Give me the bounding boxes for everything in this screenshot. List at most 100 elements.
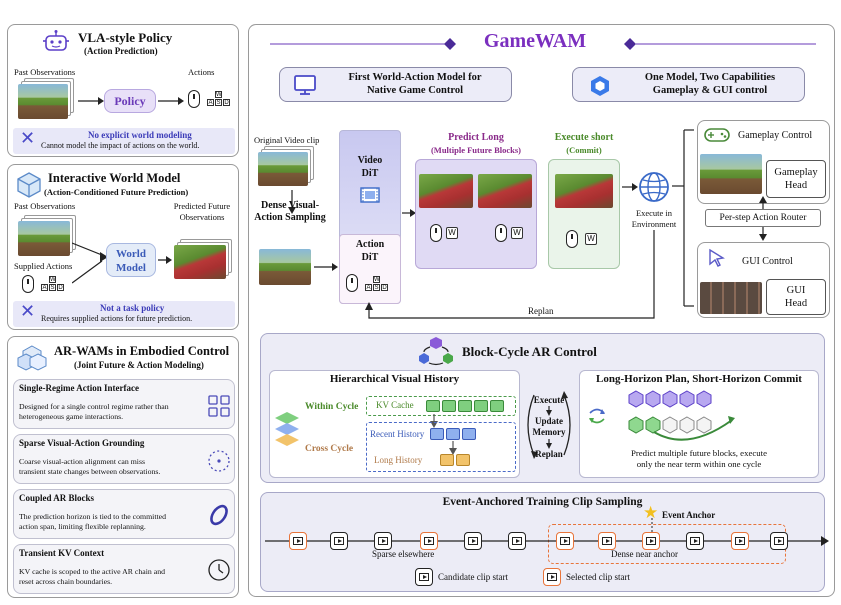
gui-frame [700, 282, 762, 314]
execute-mouse-icon [566, 230, 578, 248]
future-blocks-row-1 [628, 390, 712, 408]
plan-commit-title: Long-Horizon Plan, Short-Horizon Commit [596, 373, 802, 385]
grid-icon [206, 393, 232, 419]
ring-icon [206, 502, 232, 528]
ar-item-2-title: Sparse Visual-Action Grounding [19, 438, 145, 448]
ar-panel: AR-WAMs in Embodied Control (Joint Futur… [7, 336, 239, 598]
long-block-1 [440, 454, 454, 466]
clip-candidate-5 [686, 532, 704, 550]
legend-candidate-label: Candidate clip start [438, 572, 508, 582]
cycle-execute: Execute [533, 395, 565, 405]
legend-selected-label: Selected clip start [566, 572, 630, 582]
clip-selected-5 [642, 532, 660, 550]
title-decoration-left [270, 38, 456, 50]
clip-selected-3 [556, 532, 574, 550]
clip-selected-1 [289, 532, 307, 550]
timeline-axis [265, 536, 829, 546]
original-clip-label: Original Video clip [254, 135, 320, 145]
vla-arrow-2 [158, 97, 184, 105]
arrow-dit-to-predict [402, 209, 416, 217]
event-anchor-label: Event Anchor [662, 510, 716, 520]
replan-loop-arrow [365, 230, 655, 319]
original-clip-frames [258, 152, 308, 186]
vla-title: VLA-style Policy [78, 30, 173, 45]
vla-keyboard-icon: W A S D [207, 91, 230, 106]
kv-block-1 [426, 400, 440, 412]
hierarchical-history-box [269, 370, 520, 478]
gui-control-label: GUI Control [742, 256, 793, 267]
recent-history-label: Recent History [370, 429, 425, 439]
iwm-predicted-frames [174, 245, 226, 279]
ar-item-2: Sparse Visual-Action Grounding Coarse vi… [13, 434, 235, 484]
replan-label: Replan [528, 306, 554, 316]
ar-item-1-text-2: heterogeneous game interactions. [19, 412, 124, 421]
clip-candidate-3 [464, 532, 482, 550]
ar-item-4-title: Transient KV Context [19, 548, 105, 558]
vla-mouse-icon [188, 90, 200, 108]
cursor-icon [706, 247, 728, 269]
vla-subtitle: (Action Prediction) [84, 46, 158, 56]
block-cycle-title: Block-Cycle AR Control [462, 344, 597, 359]
execute-frame [555, 174, 613, 208]
predict-long-title: Predict Long [448, 132, 504, 143]
execute-short-title: Execute short [554, 132, 614, 143]
ar-item-3-text: The prediction horizon is tied to the co… [19, 512, 167, 521]
kv-cache-box [366, 396, 516, 416]
predict-mouse-icon-2 [495, 224, 507, 242]
dense-sampling-label: Dense Visual-Action Sampling [254, 200, 326, 223]
ar-item-2-text: Coarse visual-action alignment can miss [19, 457, 146, 466]
event-anchor-star-icon: ★ [643, 503, 659, 522]
recent-block-2 [446, 428, 460, 440]
ar-item-3-text-2: action span, limiting flexible replannin… [19, 522, 146, 531]
event-sampling-panel [260, 492, 825, 592]
layers-icon [272, 408, 302, 448]
iwm-keyboard-icon: W A S D [41, 276, 64, 291]
warning-x-icon: ✕ [20, 301, 36, 321]
iwm-past-frames [18, 221, 70, 256]
cycle-cubes-icon [416, 335, 456, 367]
iwm-past-obs-label: Past Observations [14, 201, 76, 211]
refresh-icon [585, 404, 609, 428]
iwm-warning-text: Requires supplied actions for future pre… [41, 314, 193, 323]
iwm-arrow-out [158, 256, 172, 264]
execute-short-subtitle: (Commit) [566, 145, 602, 155]
ar-item-1-text: Designed for a single control regime rat… [19, 402, 169, 411]
heads-bracket [672, 129, 694, 307]
globe-icon [637, 170, 671, 204]
event-sampling-title: Event-Anchored Training Clip Sampling [442, 496, 643, 508]
kv-block-3 [458, 400, 472, 412]
warning-x-icon: ✕ [20, 128, 36, 148]
cycle-loop [527, 391, 571, 459]
clip-candidate-2 [374, 532, 392, 550]
ar-title: AR-WAMs in Embodied Control [54, 344, 230, 358]
vla-past-frames [18, 84, 68, 119]
ar-item-2-text-2: transient state changes between observat… [19, 467, 161, 476]
execute-w-key: W [585, 233, 597, 245]
long-block-2 [456, 454, 470, 466]
vla-past-obs-label: Past Observations [14, 67, 76, 77]
iwm-subtitle: (Action-Conditioned Future Prediction) [44, 187, 189, 197]
clock-icon [206, 557, 232, 583]
ar-item-4-text-2: reset across chain boundaries. [19, 577, 113, 586]
cube-icon [14, 169, 44, 199]
kv-cache-label: KV Cache [376, 400, 414, 410]
dense-sampling-frame [259, 249, 311, 285]
ar-item-3: Coupled AR Blocks The prediction horizon… [13, 489, 235, 539]
kv-block-4 [474, 400, 488, 412]
robot-icon [40, 29, 72, 55]
iwm-warning-box [13, 301, 235, 327]
hexagon-icon [587, 73, 613, 99]
iwm-title: Interactive World Model [48, 171, 181, 185]
gamewam-title: GameWAM [483, 30, 587, 52]
iwm-mouse-icon [22, 275, 34, 293]
hierarchical-title: Hierarchical Visual History [329, 373, 460, 385]
clip-selected-2 [420, 532, 438, 550]
clip-selected-6 [731, 532, 749, 550]
gameplay-frame [700, 154, 762, 194]
gameplay-control-label: Gameplay Control [738, 130, 813, 141]
